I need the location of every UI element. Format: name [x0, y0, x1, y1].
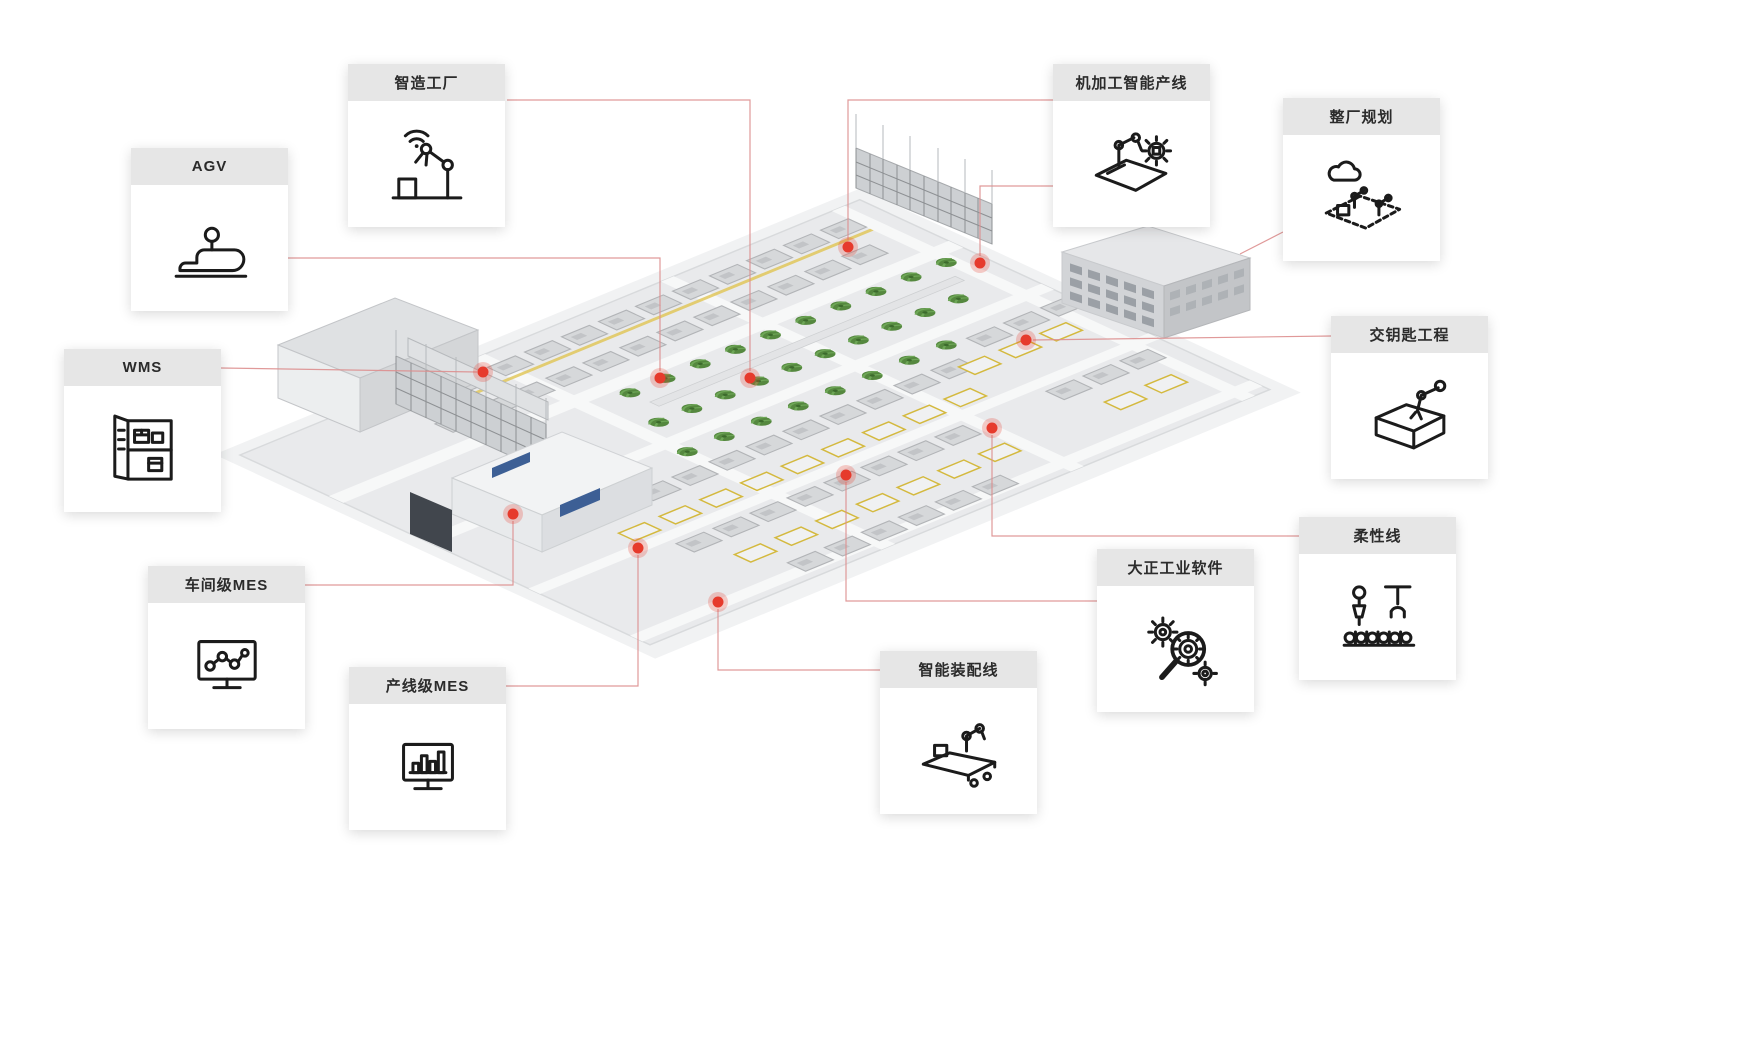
connector-assembly-line — [717, 609, 880, 671]
marker-machining-b — [970, 253, 990, 273]
smart-factory-icon — [391, 129, 462, 200]
callout-assembly-line: 智能装配线 — [880, 651, 1037, 814]
connector-machining-b — [979, 185, 1053, 256]
callout-turnkey: 交钥匙工程 — [1331, 316, 1488, 479]
connector-flexible-line — [991, 435, 1299, 537]
callout-label-smart-factory: 智造工厂 — [348, 64, 505, 101]
callout-label-workshop-mes: 车间级MES — [148, 566, 305, 603]
connector-turnkey — [1032, 335, 1332, 341]
callout-line-mes: 产线级MES — [349, 667, 506, 830]
callout-label-machining-line: 机加工智能产线 — [1053, 64, 1210, 101]
callout-industrial-software: 大正工业软件 — [1097, 549, 1254, 712]
flexible-line-icon — [1342, 585, 1415, 647]
storage-racks-left — [395, 330, 549, 473]
callout-machining-line: 机加工智能产线 — [1053, 64, 1210, 227]
control-room — [410, 431, 654, 553]
connector-machining-a — [847, 99, 1053, 240]
callout-plant-planning: 整厂规划 — [1283, 98, 1440, 261]
marker-agv — [650, 368, 670, 388]
location-markers — [473, 237, 1036, 612]
marker-turnkey — [1016, 330, 1036, 350]
industrial-software-icon — [1146, 616, 1218, 687]
marker-assembly-line — [708, 592, 728, 612]
line-mes-icon — [401, 742, 454, 791]
callout-label-plant-planning: 整厂规划 — [1283, 98, 1440, 135]
connector-wms — [220, 367, 478, 373]
assembly-line-icon — [921, 723, 996, 788]
callout-wms: WMS — [64, 349, 221, 512]
connector-agv — [288, 257, 661, 371]
connector-workshop-mes — [305, 521, 514, 586]
connector-smart-factory — [507, 99, 751, 371]
marker-workshop-mes — [503, 504, 523, 524]
office-building — [1060, 225, 1252, 339]
callout-label-agv: AGV — [131, 148, 288, 185]
agv-icon — [174, 226, 247, 278]
marker-flexible-line — [982, 418, 1002, 438]
callout-agv: AGV — [131, 148, 288, 311]
callout-label-turnkey: 交钥匙工程 — [1331, 316, 1488, 353]
connector-plant-planning — [1239, 231, 1284, 255]
callout-smart-factory: 智造工厂 — [348, 64, 505, 227]
callout-label-industrial-software: 大正工业软件 — [1097, 549, 1254, 586]
plant-planning-icon — [1324, 160, 1401, 230]
marker-machining-a — [838, 237, 858, 257]
connector-line-mes — [506, 555, 639, 687]
connector-lines — [220, 99, 1332, 687]
callout-label-line-mes: 产线级MES — [349, 667, 506, 704]
marker-smart-factory — [740, 368, 760, 388]
callout-label-assembly-line: 智能装配线 — [880, 651, 1037, 688]
storage-racks-top — [855, 114, 993, 245]
machining-line-icon — [1094, 132, 1172, 192]
callout-label-wms: WMS — [64, 349, 221, 386]
wms-icon — [112, 414, 173, 481]
callout-flexible-line: 柔性线 — [1299, 517, 1456, 680]
marker-industrial-software — [836, 465, 856, 485]
marker-line-mes — [628, 538, 648, 558]
connector-industrial-software — [845, 482, 1097, 602]
turnkey-icon — [1374, 379, 1446, 450]
callout-workshop-mes: 车间级MES — [148, 566, 305, 729]
marker-wms — [473, 362, 493, 382]
callout-label-flexible-line: 柔性线 — [1299, 517, 1456, 554]
workshop-mes-icon — [196, 640, 257, 690]
